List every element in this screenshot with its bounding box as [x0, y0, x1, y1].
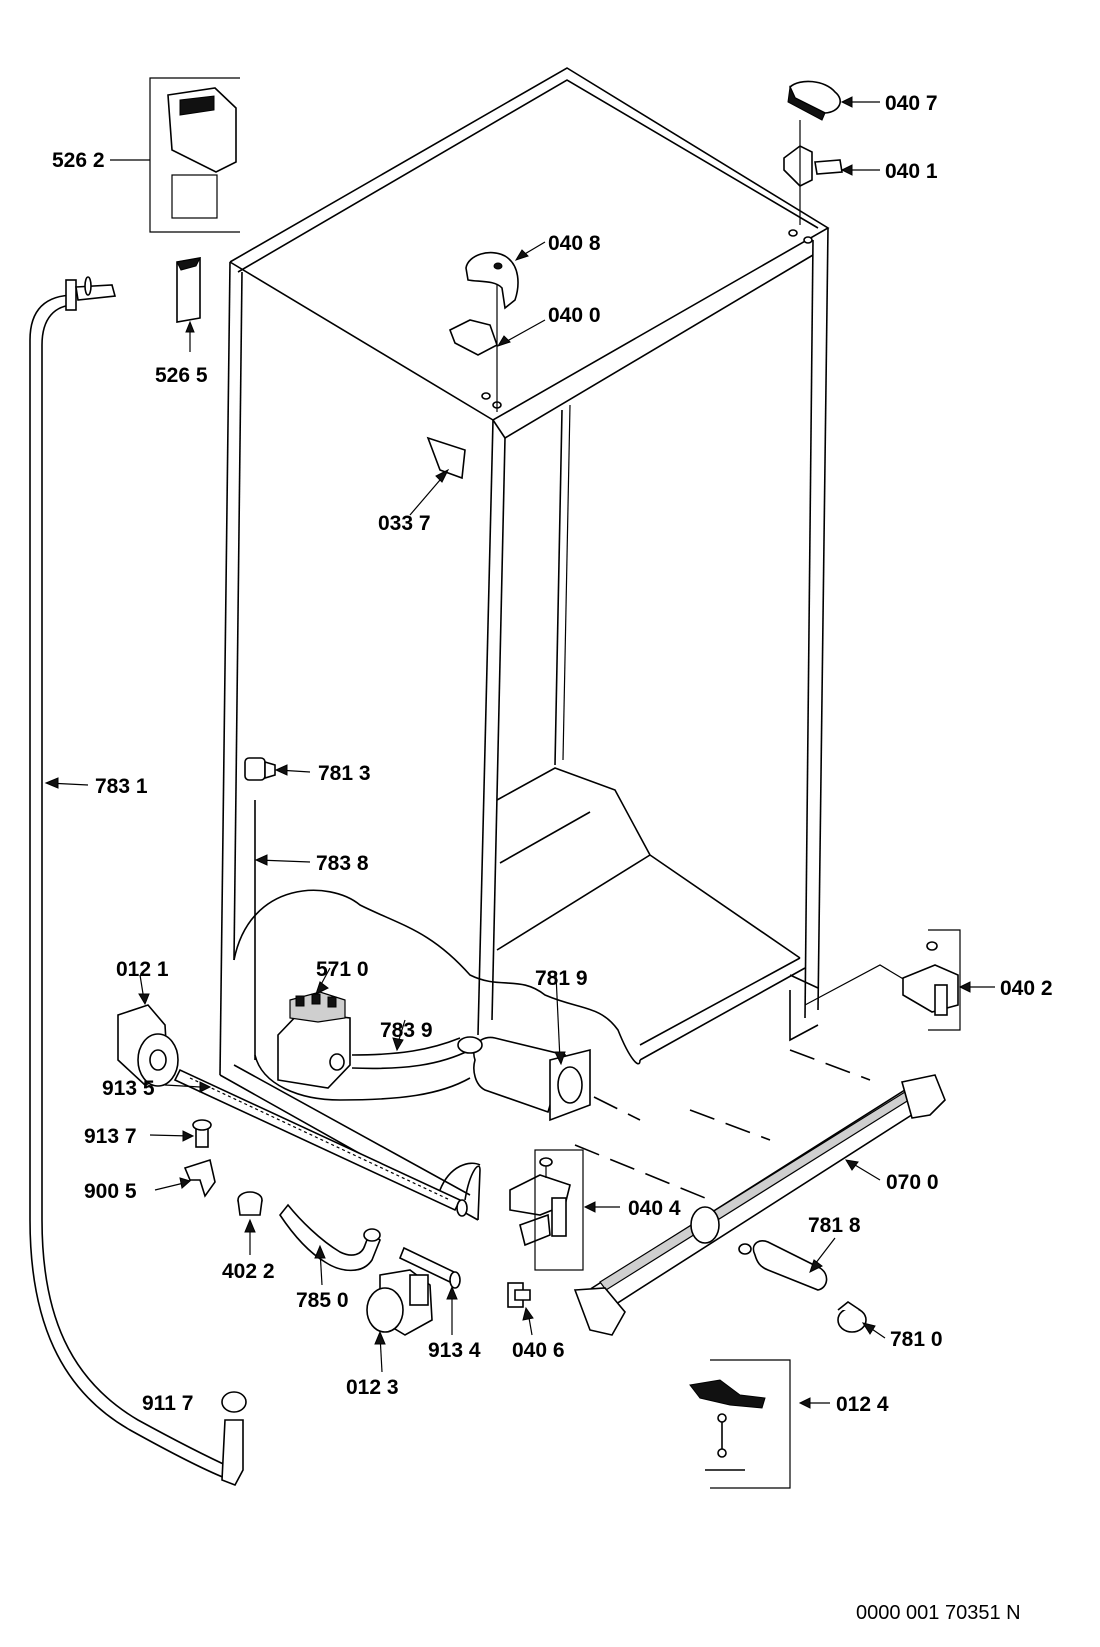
- label-913-5: 913 5: [102, 1077, 155, 1100]
- label-040-1: 040 1: [885, 160, 938, 183]
- screw-913-4: [398, 1246, 461, 1335]
- filter-housing-781-9: [457, 974, 591, 1122]
- label-571-0: 571 0: [316, 958, 369, 981]
- cabinet: [219, 67, 830, 1221]
- part-040-6: [507, 1282, 534, 1336]
- hinge-top-right: [783, 80, 880, 225]
- part-526-5: [176, 257, 201, 352]
- part-781-3-and-tube: [244, 757, 471, 1101]
- roller-012-1: [117, 974, 179, 1087]
- label-526-2: 526 2: [52, 149, 105, 172]
- hose-785-0: [279, 1203, 381, 1286]
- drawing-number: 0000 001 70351 N: [856, 1602, 1021, 1624]
- part-labels: 526 2 526 5 040 7 040 1 040 8 040 0 033 …: [52, 92, 1053, 1416]
- label-526-5: 526 5: [155, 364, 208, 387]
- label-900-5: 900 5: [84, 1180, 137, 1203]
- clip-900-5: [154, 1158, 216, 1198]
- screw-913-7: [149, 1119, 212, 1148]
- label-911-7: 911 7: [142, 1392, 193, 1415]
- label-402-2: 402 2: [222, 1260, 275, 1283]
- label-781-3: 781 3: [318, 762, 371, 785]
- screw-913-5: [164, 1068, 468, 1217]
- kit-012-4: [689, 1359, 830, 1489]
- label-040-4: 040 4: [628, 1197, 681, 1220]
- label-783-8: 783 8: [316, 852, 369, 875]
- label-785-0: 785 0: [296, 1289, 349, 1312]
- filter-781-8: [738, 1237, 836, 1291]
- label-913-7: 913 7: [84, 1125, 137, 1148]
- label-012-4: 012 4: [836, 1393, 889, 1416]
- hinge-right-040-2: [902, 929, 995, 1031]
- roller-012-3: [366, 1269, 433, 1373]
- cap-781-0: [837, 1301, 886, 1339]
- label-040-7: 040 7: [885, 92, 938, 115]
- label-781-0: 781 0: [890, 1328, 943, 1351]
- label-070-0: 070 0: [886, 1171, 939, 1194]
- part-033-7: [409, 436, 466, 516]
- label-033-7: 033 7: [378, 512, 431, 535]
- hinge-top-middle: [448, 241, 546, 412]
- label-783-1: 783 1: [95, 775, 148, 798]
- hinge-bottom-040-4: [509, 1149, 620, 1271]
- part-526-2-group: [110, 77, 240, 233]
- label-040-2: 040 2: [1000, 977, 1053, 1000]
- label-783-9: 783 9: [380, 1019, 433, 1042]
- label-012-1: 012 1: [116, 958, 169, 981]
- kickplate-070-0: [573, 1074, 946, 1336]
- cap-402-2: [237, 1191, 263, 1255]
- label-012-3: 012 3: [346, 1376, 399, 1399]
- label-040-0: 040 0: [548, 304, 601, 327]
- water-tube-783-1: [29, 276, 247, 1487]
- label-913-4: 913 4: [428, 1339, 481, 1362]
- label-781-9: 781 9: [535, 967, 588, 990]
- label-040-6: 040 6: [512, 1339, 565, 1362]
- label-781-8: 781 8: [808, 1214, 861, 1237]
- valve-571-0: [277, 967, 471, 1089]
- label-040-8: 040 8: [548, 232, 601, 255]
